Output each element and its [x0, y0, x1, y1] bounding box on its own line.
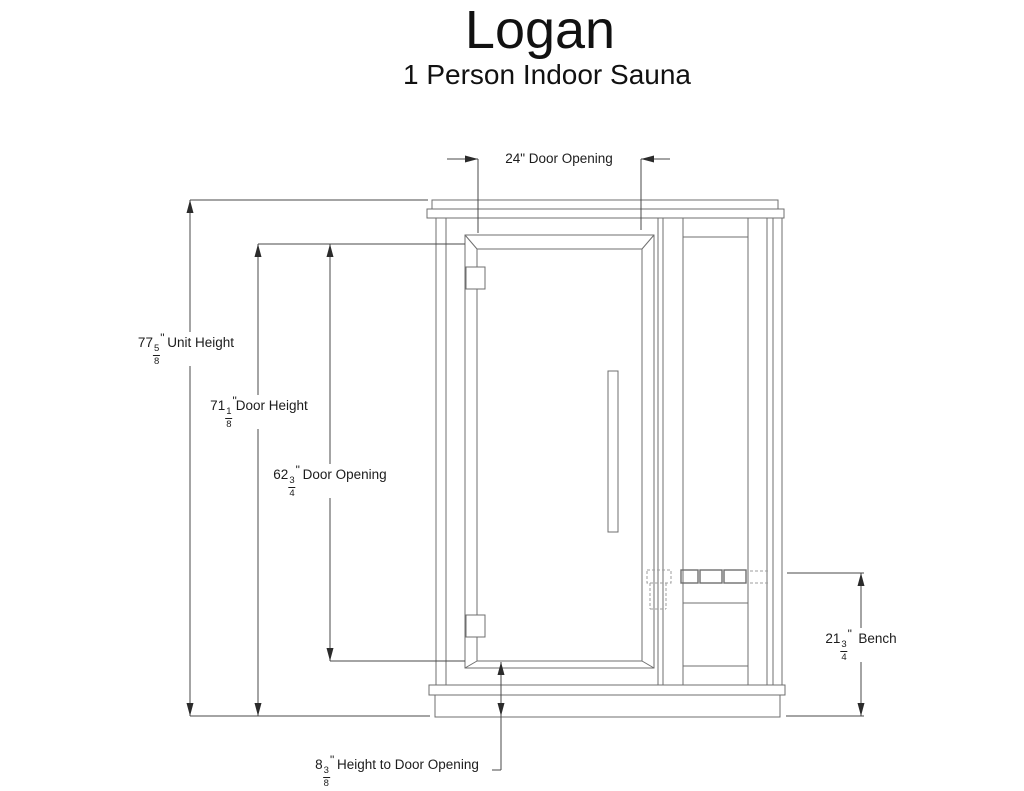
dim-door-width-lines [447, 155, 670, 233]
bench-hidden-lines [646, 569, 768, 610]
dimension-lines [186, 155, 865, 771]
door [464, 234, 655, 669]
page-subtitle: 1 Person Indoor Sauna [403, 59, 691, 90]
door-hinge-bottom [465, 614, 486, 638]
dim-door-opening-lines [326, 244, 465, 662]
dim-door-height-lines [254, 243, 465, 716]
page-title: Logan [464, 0, 616, 60]
crown-molding [426, 199, 785, 219]
door-hinge-top [465, 266, 486, 290]
cabinet [426, 199, 786, 718]
door-handle [607, 370, 619, 533]
wall-frame [435, 218, 783, 685]
dim-door-width-label: 24" Door Opening [505, 151, 613, 167]
bench [680, 569, 748, 604]
side-window [682, 218, 749, 685]
dim-unit-height-lines [186, 199, 430, 717]
base-plinth [428, 684, 786, 718]
dim-height-to-door-lines [492, 662, 505, 771]
